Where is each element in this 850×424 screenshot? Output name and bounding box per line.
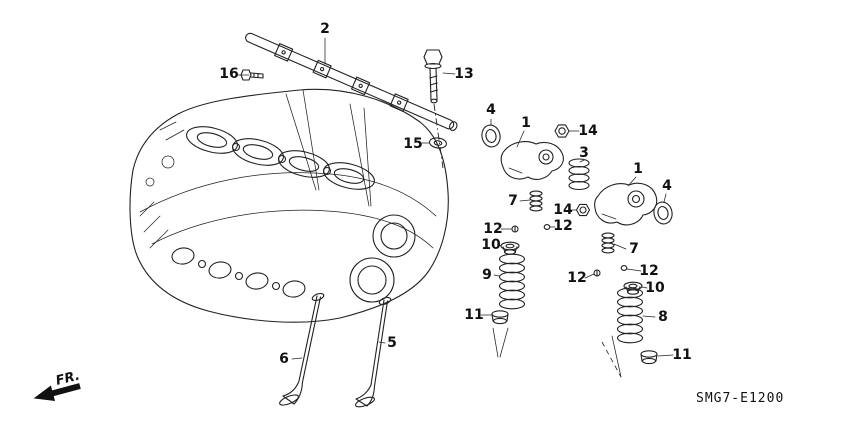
callout-4b: 4: [662, 178, 672, 194]
callout-3: 3: [579, 145, 589, 161]
callout-15: 15: [403, 136, 422, 152]
spring-3: [568, 158, 590, 191]
callout-12b: 12: [553, 218, 572, 234]
callout-7a: 7: [508, 193, 518, 209]
fr-label: FR.: [54, 369, 81, 389]
callout-14a: 14: [578, 123, 598, 139]
seat-11-right-guide2: [611, 335, 622, 378]
bolt-axis-line: [433, 103, 444, 169]
diagram-code: SMG7-E1200: [696, 391, 784, 406]
spring-7-right: [601, 232, 615, 254]
keepers-12-lower: [593, 265, 628, 277]
callout-10a: 10: [481, 237, 501, 253]
leader-lines: [237, 37, 674, 360]
callout-11a: 11: [464, 307, 483, 323]
spring-seat-11-left: [491, 310, 509, 325]
spring-7-left: [529, 190, 543, 212]
keepers-12-upper: [511, 224, 551, 233]
valve-6: [279, 295, 322, 406]
stem-seal-4-left: [481, 124, 501, 148]
nut-14-lower: [575, 203, 591, 217]
flange-bolt-13: [423, 49, 443, 104]
fr-arrow-icon: [33, 383, 81, 401]
callout-12a: 12: [483, 221, 502, 237]
seat-11-right-guide: [601, 341, 622, 378]
callout-8: 8: [658, 309, 668, 325]
callout-12d: 12: [639, 263, 658, 279]
callout-4a: 4: [486, 102, 496, 118]
callout-13: 13: [454, 66, 473, 82]
valve-5: [354, 299, 389, 408]
callout-9: 9: [482, 267, 492, 283]
valve-spring-9: [498, 253, 526, 310]
callout-1b: 1: [633, 161, 643, 177]
callout-5: 5: [387, 335, 397, 351]
fr-direction-arrow: FR.: [33, 369, 81, 401]
nut-14-upper: [554, 124, 570, 138]
callout-11b: 11: [672, 347, 691, 363]
rocker-shaft-2: [245, 32, 458, 132]
spring-seat-11-right: [640, 350, 658, 365]
stem-seal-4-right: [653, 201, 673, 225]
callout-12c: 12: [567, 270, 586, 286]
callout-14b: 14: [553, 202, 573, 218]
cylinder-head-drawing: [129, 88, 449, 323]
callout-10b: 10: [645, 280, 665, 296]
callout-1a: 1: [521, 115, 531, 131]
rocker-arm-1-left: [500, 141, 564, 180]
seat-11-left-guide: [492, 327, 509, 358]
callout-2: 2: [320, 21, 330, 37]
retainer-10-left: [500, 241, 520, 255]
callout-labels: 2 16 13 15 4 1 14 3 1 4 7 14 12 12 10 7 …: [219, 21, 691, 367]
rocker-arm-1-right: [594, 182, 658, 226]
valve-spring-8: [616, 287, 644, 344]
callout-6: 6: [279, 351, 289, 367]
callout-7b: 7: [629, 241, 639, 257]
washer-15: [429, 137, 447, 149]
callout-16: 16: [219, 66, 238, 82]
